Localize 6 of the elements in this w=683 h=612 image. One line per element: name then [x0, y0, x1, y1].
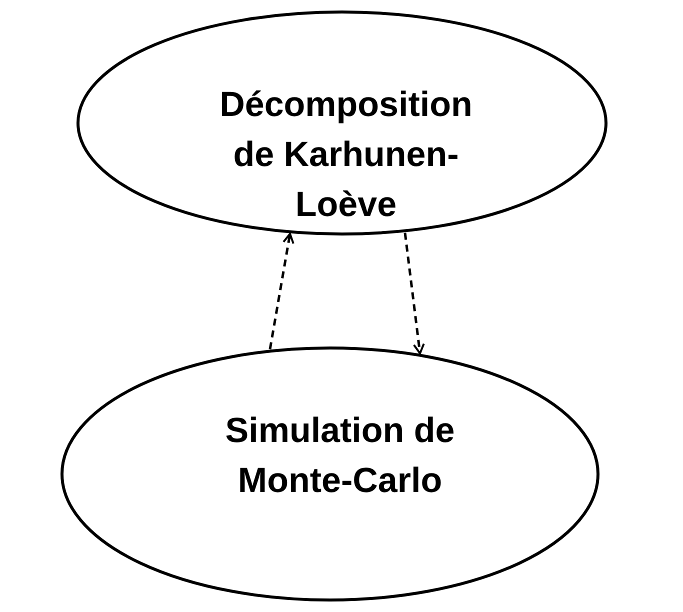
node-label: Simulation de Monte-Carlo [224, 410, 456, 502]
dashed-arrow [404, 232, 425, 354]
ellipse-node [76, 10, 608, 236]
node-label: Décomposition de Karhunen-Loève [218, 84, 474, 226]
ellipse-node [60, 346, 600, 602]
dashed-arrow [268, 232, 294, 350]
